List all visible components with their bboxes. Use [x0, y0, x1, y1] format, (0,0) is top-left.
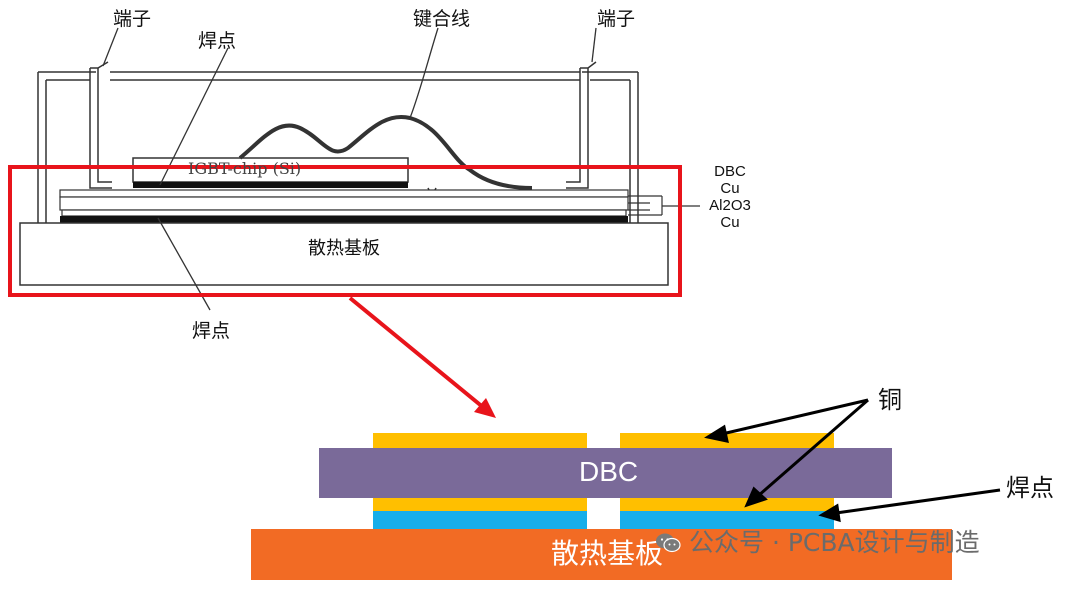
- layer-label-cu-top: Cu: [720, 180, 740, 197]
- terminal-left: [89, 61, 112, 189]
- dbc-label: DBC: [579, 456, 639, 487]
- solder-label-bottom: 焊点: [192, 320, 231, 342]
- heatsink-plate: [251, 529, 952, 580]
- dbc-top-cu: [59, 189, 629, 198]
- highlight-box: [8, 165, 682, 297]
- igbt-chip: [132, 157, 409, 183]
- bond-wire-label: 键合线: [413, 8, 471, 30]
- wechat-icon: [655, 532, 681, 554]
- solder-label-top: 焊点: [198, 30, 237, 52]
- layer-callout: [628, 195, 700, 216]
- layer-label-al2o3: Al2O3: [709, 197, 751, 214]
- terminal-label-right: 端子: [597, 8, 636, 30]
- solder-label-right: 焊点: [1006, 474, 1054, 502]
- copper-top-left: [373, 433, 587, 449]
- terminal-right: [566, 61, 597, 189]
- dbc-plate: [319, 448, 892, 498]
- watermark-text: 公众号 · PCBA设计与制造: [689, 528, 980, 557]
- copper-label: 铜: [878, 386, 902, 414]
- heatsink-label-bottom: 散热基板: [551, 538, 664, 569]
- layer-label-cu-bottom: Cu: [720, 214, 740, 231]
- solder-right: [620, 511, 834, 529]
- module-housing: [37, 71, 639, 232]
- zoom-arrow: [348, 296, 496, 418]
- copper-arrows: [704, 398, 869, 508]
- chip-label: IGBT-chip (Si): [188, 159, 302, 178]
- layer-label-dbc: DBC: [714, 163, 746, 180]
- solder-arrow: [818, 488, 1001, 523]
- copper-bottom-left: [373, 498, 587, 511]
- dbc-bottom-cu: [61, 209, 627, 217]
- heatsink-base: [19, 222, 669, 286]
- substrate-solder-layer: [60, 216, 628, 223]
- bond-wire: [238, 114, 533, 190]
- solder-left: [373, 511, 587, 529]
- layer-labels: DBC Cu Al2O3 Cu: [702, 163, 758, 231]
- heatsink-label-top: 散热基板: [308, 238, 380, 259]
- watermark: 公众号 · PCBA设计与制造: [655, 530, 980, 555]
- terminal-label-left: 端子: [113, 8, 152, 30]
- copper-bottom-right: [620, 498, 834, 511]
- dbc-ceramic: [59, 196, 629, 211]
- chip-solder-layer: [133, 182, 408, 188]
